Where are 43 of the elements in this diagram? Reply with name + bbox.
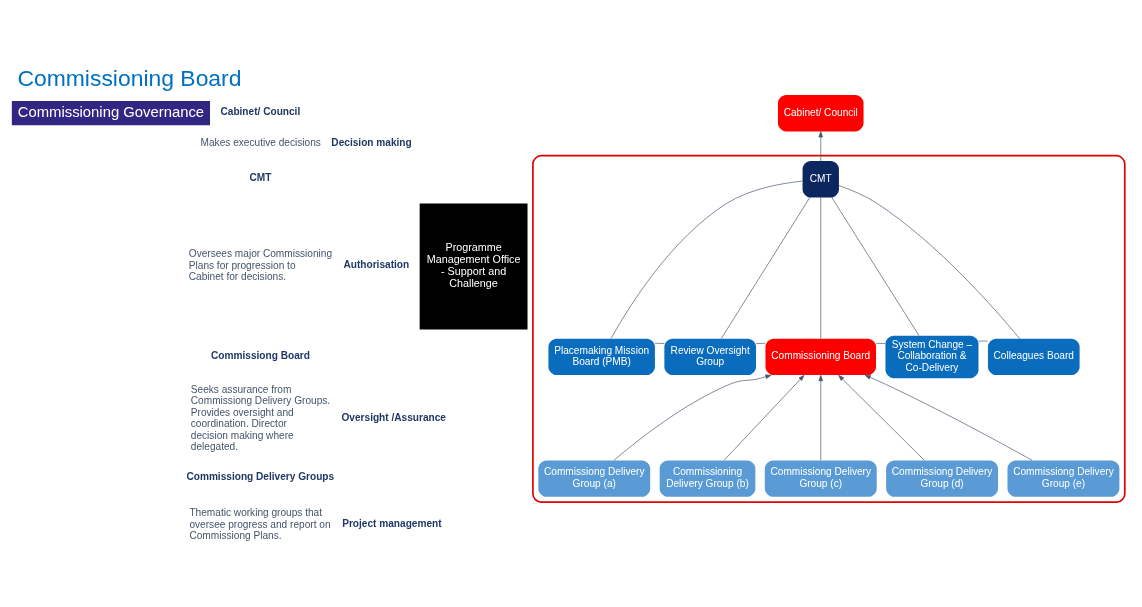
label: Authorisation [343, 258, 410, 270]
diagram-title: Commissioning Board [17, 64, 242, 91]
node-box: Commissioning Delivery Group (b) [659, 459, 756, 497]
label: Project management [342, 517, 442, 529]
arrow [818, 374, 823, 461]
node-box: Programme Management Office - Support and Challenge [419, 203, 528, 330]
connector [721, 196, 811, 339]
label: Oversight /Assurance [341, 411, 446, 423]
arrow [723, 374, 805, 461]
arrow [838, 374, 925, 461]
node-box: Colleagues Board [987, 338, 1080, 375]
connector [610, 180, 803, 339]
connector [755, 342, 766, 344]
label: Commissiong Board [211, 349, 310, 361]
label: Oversees major Commissioning Plans for progression to Cabinet for decisions. [188, 247, 333, 282]
label: Commissioning Governance [17, 103, 205, 120]
label: Thematic working groups that oversee progress and report on Commissiong Plans. [189, 506, 331, 541]
connector [838, 184, 1021, 339]
arrow [864, 374, 1033, 461]
node-box: Cabinet/ Council [777, 94, 864, 131]
node-box: Commissiong Delivery Group (d) [886, 459, 999, 497]
node-box: System Change – Collaboration & Co-Delivery [885, 335, 979, 378]
cluster [532, 154, 1126, 503]
label: Decision making [331, 136, 412, 148]
label: Seeks assurance from Commissiong Delivery Groups. Provides oversight and coordination. Director decision making where delegated. [190, 383, 331, 452]
node-box: CMT [802, 160, 839, 197]
connector [875, 342, 886, 344]
node-box: Commissiong Delivery Group (c) [764, 459, 877, 497]
label: Commissiong Delivery Groups [186, 470, 335, 482]
arrow [818, 130, 823, 161]
node-box: Placemaking Mission Board (PMB) [548, 338, 655, 375]
node-box: Review Oversight Group [664, 338, 757, 375]
label: CMT [249, 171, 272, 183]
node-box: Commissiong Delivery Group (a) [538, 459, 651, 497]
connector [831, 196, 920, 336]
node-box: Commissioning Board [765, 338, 877, 375]
node-box: Commissiong Delivery Group (e) [1007, 459, 1120, 497]
connector [820, 196, 822, 339]
label: Cabinet/ Council [220, 105, 301, 117]
label: Makes executive decisions [200, 136, 321, 148]
connector [654, 342, 665, 344]
arrow [613, 374, 772, 461]
connector [978, 340, 989, 341]
